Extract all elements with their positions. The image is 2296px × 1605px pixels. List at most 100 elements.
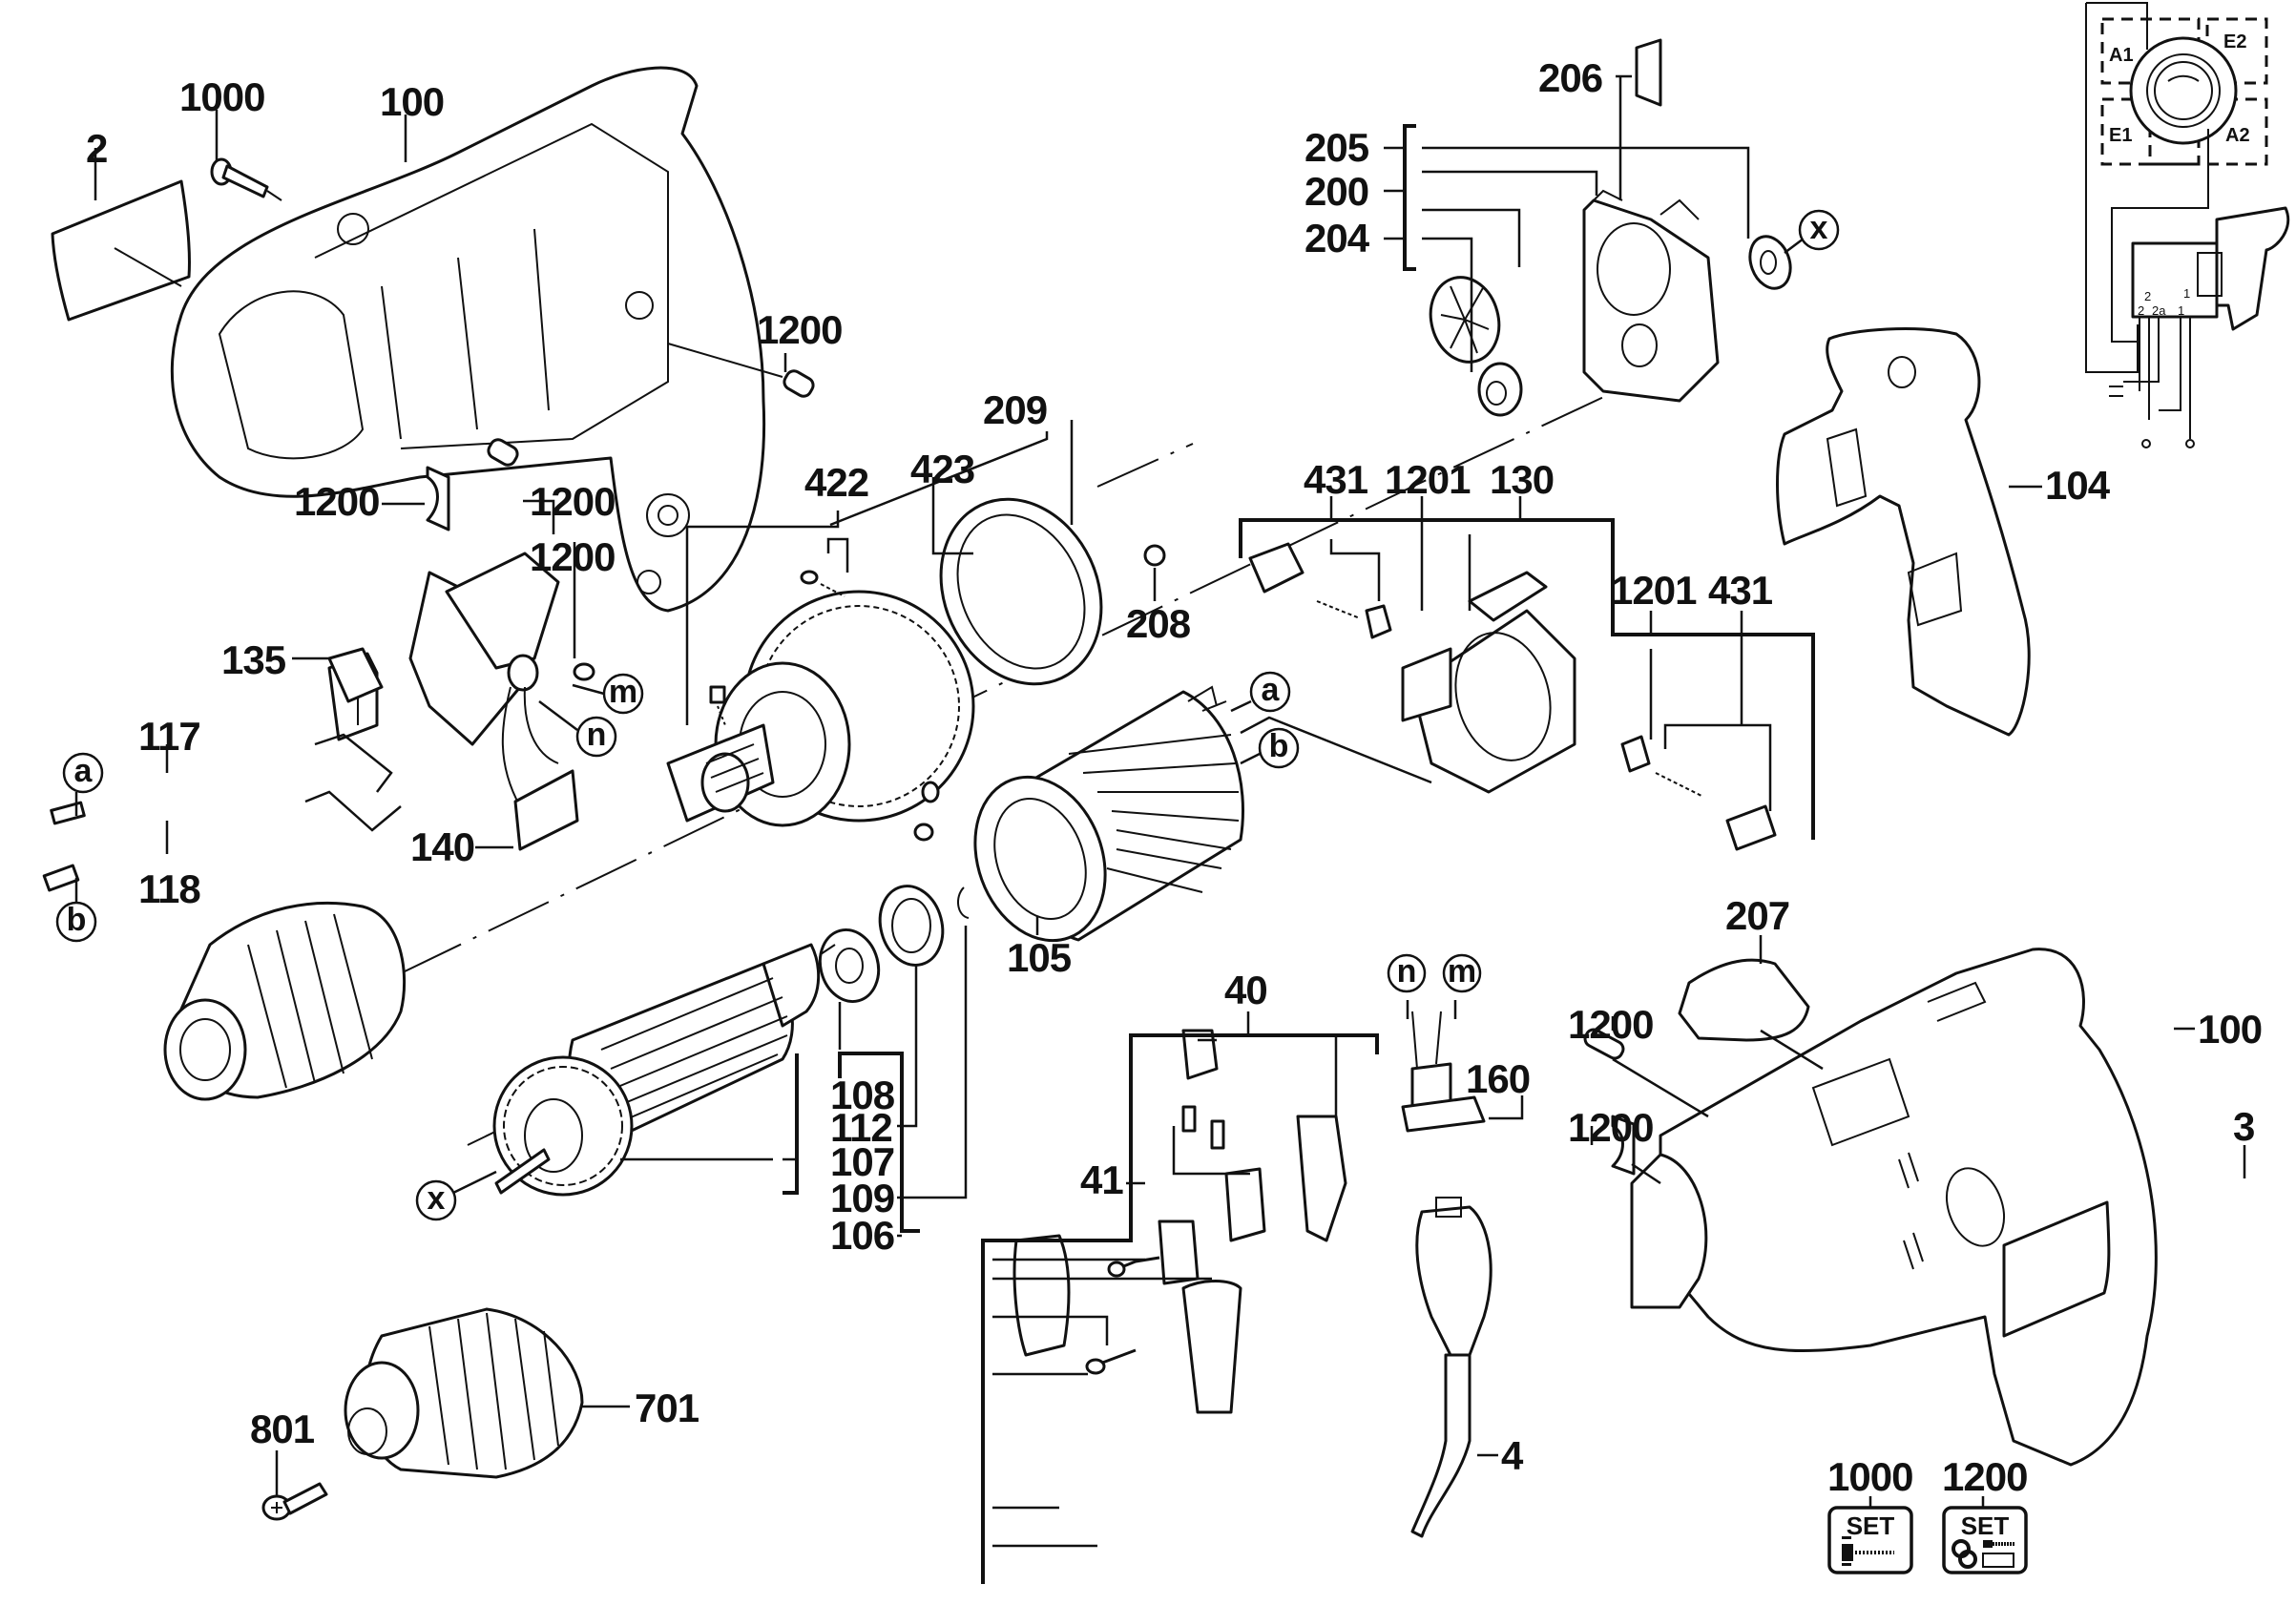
spindle-gear-assembly (666, 590, 975, 827)
part-label-140: 140 (410, 824, 474, 869)
part-label-106: 106 (830, 1213, 894, 1258)
pin-spring-lower (709, 685, 940, 842)
gear-housing-200 (1582, 189, 1720, 403)
needle-bearing-205 (1477, 362, 1523, 417)
part-label-160: 160 (1466, 1056, 1530, 1101)
switch-pin-2a: 2a (2152, 303, 2166, 318)
part-label-1200-right-pin: 1200 (1568, 1002, 1653, 1047)
screws-clamp (1085, 1256, 1160, 1375)
cable-leader (304, 733, 402, 832)
retaining-ring-109 (957, 886, 970, 919)
part-label-801: 801 (250, 1407, 315, 1451)
switch-pin-2: 2 (2138, 303, 2144, 318)
brush-1201-right (1620, 735, 1704, 798)
kit-1000-set-label: SET (1847, 1511, 1895, 1540)
housing-left-half (170, 66, 766, 613)
part-label-1200-right-clip: 1200 (1568, 1105, 1653, 1150)
part-label-109: 109 (830, 1176, 894, 1220)
connector-n-switch: n (538, 700, 617, 758)
connector-x-gear: x (1798, 209, 1840, 251)
plate-206 (1635, 38, 1662, 107)
part-label-423: 423 (910, 447, 974, 491)
part-label-1200-pin-a: 1200 (757, 307, 842, 352)
part-label-1201-right: 1201 (1611, 568, 1697, 613)
bearing-seat-112 (878, 885, 945, 967)
kit-1000-number: 1000 (1827, 1454, 1912, 1499)
svg-text:a: a (74, 753, 94, 789)
schematic-label-a1: A1 (2109, 45, 2134, 66)
part-label-40: 40 (1224, 968, 1267, 1012)
connector-n-cable: n (1387, 953, 1427, 993)
svg-text:a: a (1262, 672, 1281, 708)
clip-1200-c (426, 466, 450, 532)
part-label-204: 204 (1305, 216, 1370, 261)
screw-1000 (210, 157, 282, 201)
brush-cap-431-right (1725, 804, 1777, 851)
cable-118 (42, 800, 306, 892)
part-label-200: 200 (1305, 169, 1368, 214)
part-label-117: 117 (138, 714, 200, 759)
part-label-118: 118 (138, 866, 200, 911)
cable-clamp-assembly-40 (1012, 1029, 1347, 1414)
kit-1200-number: 1200 (1942, 1454, 2027, 1499)
stator-105 (973, 685, 1244, 943)
switch-pin-1: 1 (2178, 303, 2184, 318)
screw-switch (573, 662, 595, 681)
svg-text:b: b (1269, 728, 1289, 764)
pin-1200-e (1583, 1028, 1625, 1060)
clip-1200-f (1611, 1115, 1636, 1176)
part-label-205: 205 (1305, 125, 1369, 170)
part-label-422: 422 (804, 460, 868, 505)
part-label-207: 207 (1725, 893, 1789, 938)
rear-handle-104 (1776, 327, 2031, 737)
svg-text:m: m (1448, 953, 1476, 990)
part-label-104: 104 (2045, 463, 2111, 508)
armature-107 (492, 943, 836, 1197)
pin-1200-b (487, 438, 519, 467)
power-cable-4 (1410, 1197, 1492, 1538)
spring-1201-left (1316, 600, 1392, 639)
cover-207 (1678, 958, 1810, 1042)
cable-117 (50, 742, 316, 825)
part-label-135: 135 (221, 637, 286, 682)
terminals-41 (1181, 1105, 1225, 1150)
part-label-100-top: 100 (380, 79, 444, 124)
svg-text:n: n (1397, 953, 1417, 990)
schematic-label-e1: E1 (2109, 125, 2132, 146)
part-label-1200-clip: 1200 (294, 479, 379, 524)
connector-x-armature: x (415, 1179, 457, 1221)
keyed-chuck (163, 901, 407, 1101)
part-label-105: 105 (1007, 935, 1072, 980)
bearing-108 (818, 928, 881, 1004)
label-plate-3 (2002, 1200, 2111, 1338)
brush-axis-line (1096, 443, 1194, 488)
small-parts-set-icon (1952, 1539, 2015, 1569)
switch-lock-button-135 (327, 647, 384, 703)
part-label-108: 108 (830, 1073, 895, 1117)
part-label-208: 208 (1126, 601, 1191, 646)
brush-140 (501, 686, 579, 851)
bevel-gear-204 (1429, 276, 1501, 364)
part-label-1200-pin-b: 1200 (530, 479, 615, 524)
part-label-431-right: 431 (1708, 568, 1773, 613)
part-label-701: 701 (635, 1386, 699, 1430)
assembled-drill-housing (1630, 948, 2158, 1467)
pin-1200-a (667, 343, 815, 398)
part-label-1201-left: 1201 (1385, 457, 1471, 502)
cable-inlet-160 (1401, 1011, 1486, 1133)
part-label-107: 107 (830, 1139, 894, 1184)
connector-m-cable: m (1442, 953, 1482, 993)
leader-lines (74, 74, 2246, 1584)
svg-text:x: x (1810, 210, 1828, 246)
ball-208 (1143, 544, 1166, 567)
brush-holder-130 (1401, 571, 1576, 794)
part-label-3: 3 (2233, 1104, 2254, 1149)
part-label-112: 112 (830, 1105, 892, 1150)
connector-m-switch: m (572, 673, 644, 715)
nameplate-label-part (51, 179, 191, 322)
assembly-axis-line (400, 343, 1719, 974)
switch-pin-1-top: 1 (2183, 286, 2190, 301)
svg-text:x: x (428, 1180, 446, 1217)
kit-1000-set: 1000 SET (1827, 1454, 1913, 1574)
